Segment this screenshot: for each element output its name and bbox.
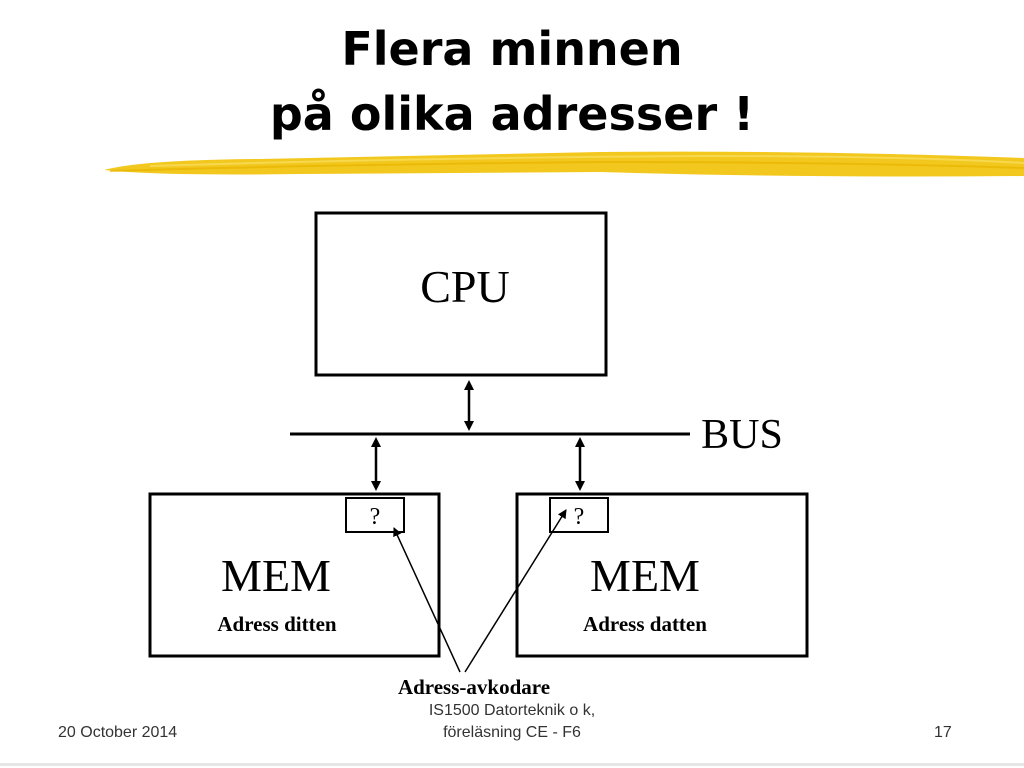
mem-right-label: MEM xyxy=(590,550,700,601)
mem-right-decoder-mark: ? xyxy=(574,504,585,530)
title-underline-stroke xyxy=(104,151,1024,177)
footer-course-line-1: IS1500 Datorteknik o k, xyxy=(428,702,596,719)
system-bus: BUS xyxy=(290,412,783,458)
slide-title-line-2: på olika adresser ! xyxy=(269,87,755,141)
decoder-pointer-right xyxy=(464,509,567,673)
decoder-caption: Adress-avkodare xyxy=(398,675,550,699)
footer-date: 20 October 2014 xyxy=(58,724,178,741)
mem-right-address: Adress datten xyxy=(583,612,707,636)
mem-left-decoder-mark: ? xyxy=(370,504,381,530)
mem-left-label: MEM xyxy=(221,550,331,601)
cpu-label: CPU xyxy=(420,261,509,312)
mem-right-block: ? MEM Adress datten xyxy=(515,492,809,658)
decoder-pointer-left xyxy=(393,527,461,673)
slide-title-line-1: Flera minnen xyxy=(341,22,683,76)
footer-course: IS1500 Datorteknik o k, föreläsning CE -… xyxy=(362,700,662,744)
cpu-block: CPU xyxy=(314,211,608,377)
mem-left-decoder-box xyxy=(345,497,405,533)
bus-label: BUS xyxy=(701,412,783,458)
footer-page-number: 17 xyxy=(934,724,952,741)
footer-course-line-2: föreläsning CE - F6 xyxy=(443,724,581,741)
mem-left-address: Adress ditten xyxy=(217,612,337,636)
mem-left-block: ? MEM Adress ditten xyxy=(148,492,441,658)
footer-rule xyxy=(0,763,1024,766)
